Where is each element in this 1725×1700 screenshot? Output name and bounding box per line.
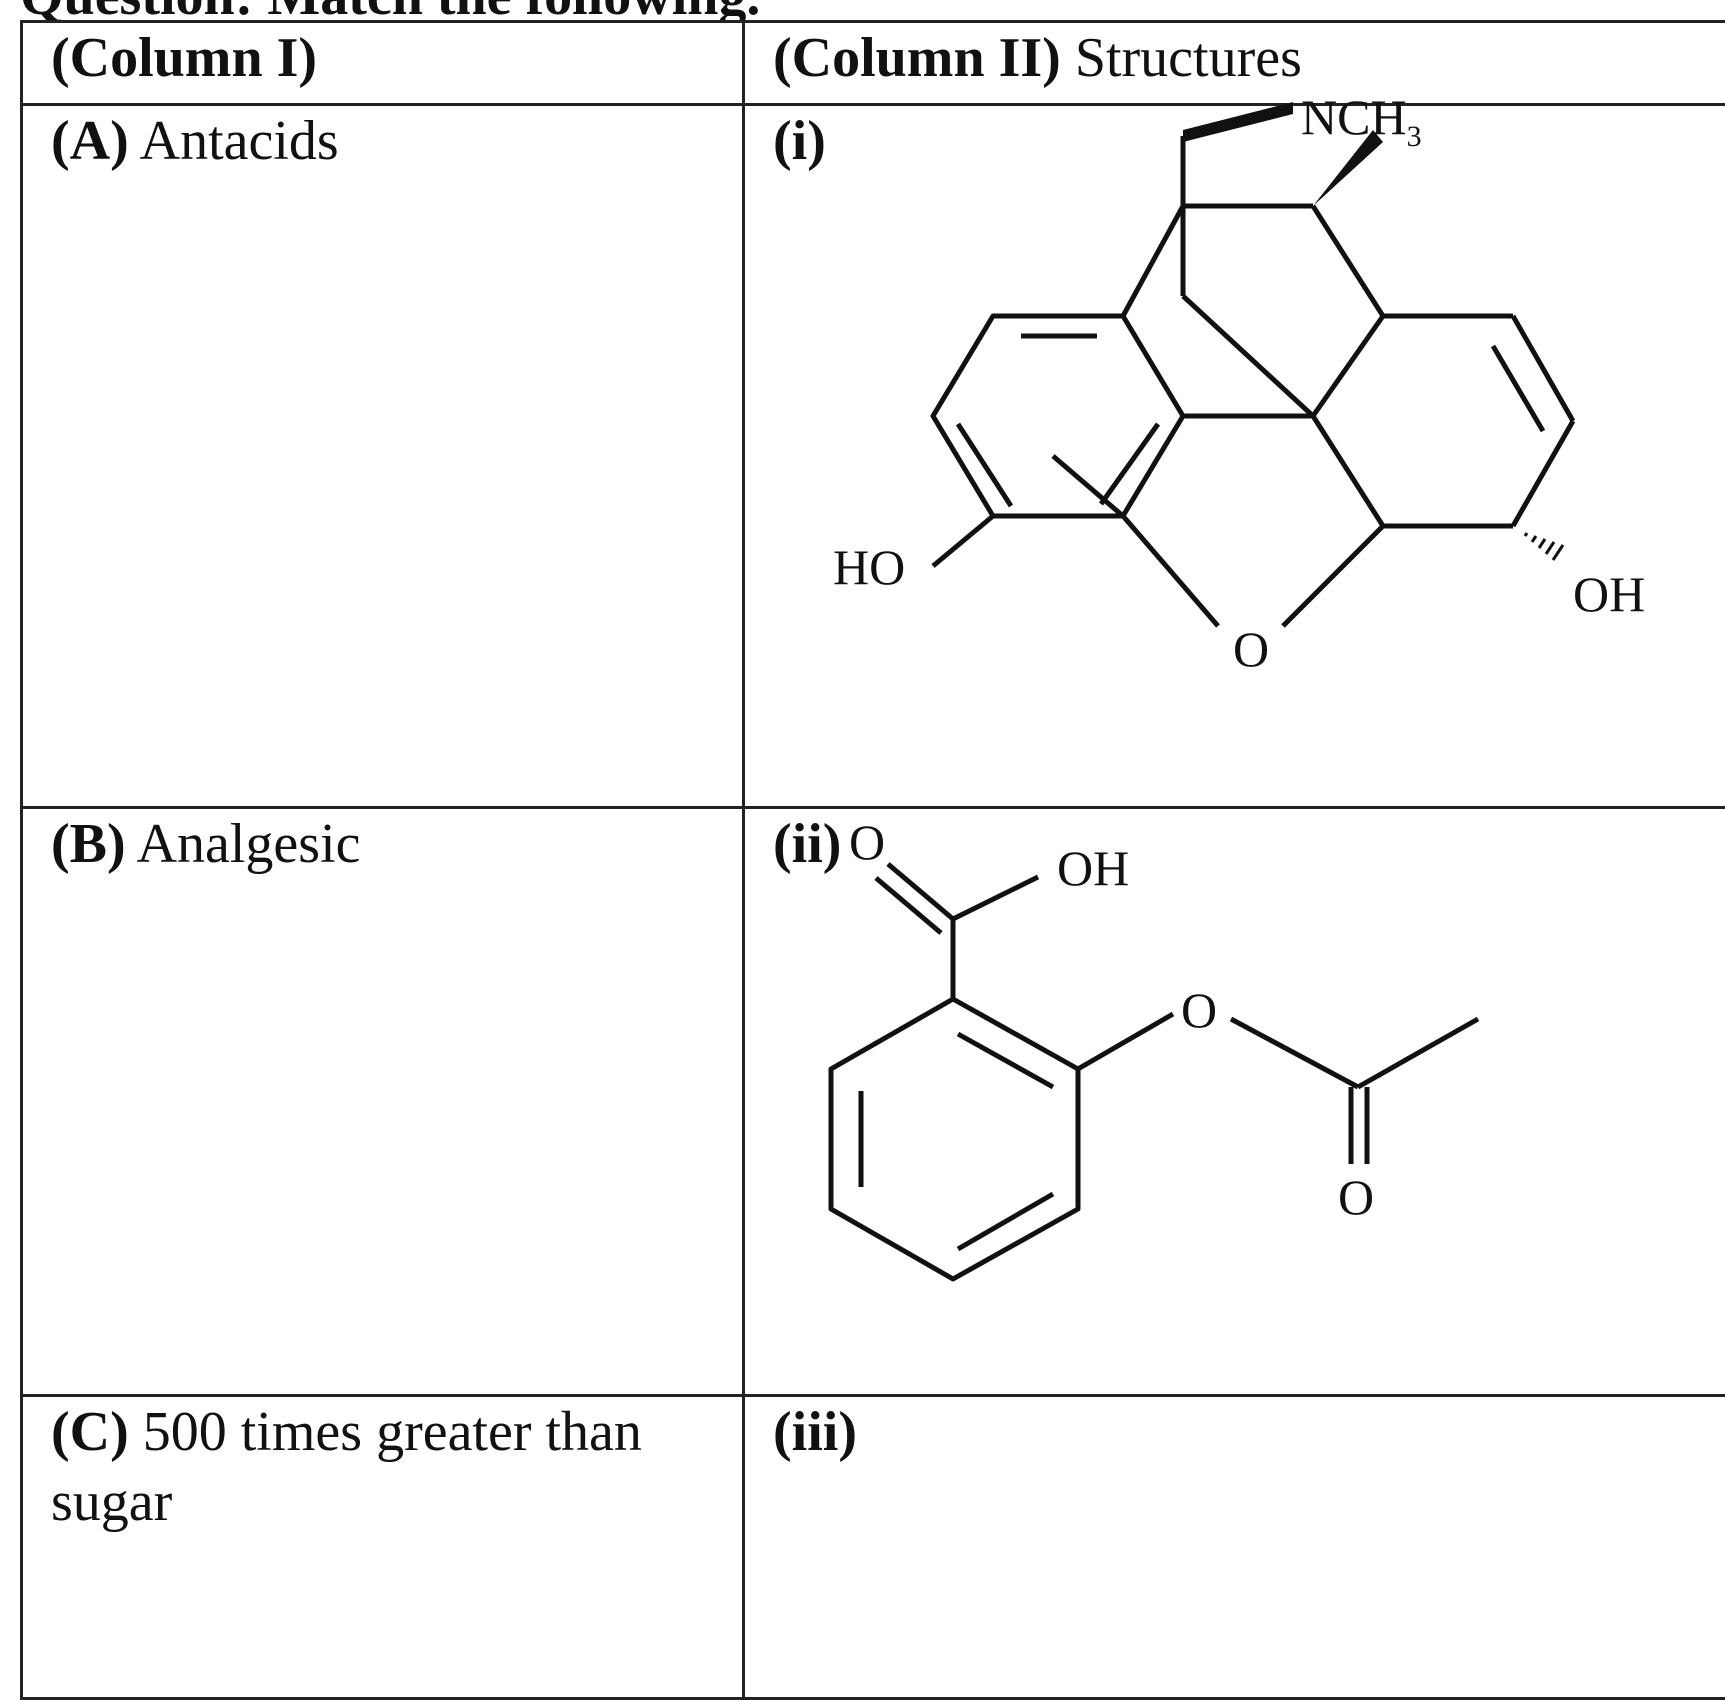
- column-1-title: (Column I): [51, 27, 317, 89]
- table-row: (A) Antacids (i): [22, 105, 1725, 808]
- row-a-text: Antacids: [129, 110, 339, 172]
- row-a-key: (A): [51, 110, 129, 172]
- table-header-row: (Column I) (Column II) Structures: [22, 22, 1725, 105]
- row-c-item: (C) 500 times greater than sugar: [22, 1396, 744, 1699]
- acid-oh-label: OH: [1057, 840, 1129, 896]
- row-b-item: (B) Analgesic: [22, 808, 744, 1396]
- aspirin-structure: O OH O O: [773, 809, 1725, 1394]
- column-1-header: (Column I): [22, 22, 744, 105]
- row-iii-structure-cell: (iii): [744, 1396, 1725, 1699]
- table-row: (B) Analgesic (ii): [22, 808, 1725, 1396]
- morphine-structure: NCH3 HO O OH: [773, 106, 1725, 806]
- carbonyl-o-label: O: [849, 814, 885, 870]
- column-2-title: (Column II): [773, 27, 1061, 89]
- question-line: Question: Match the following.: [20, 0, 1120, 22]
- row-c-key: (C): [51, 1401, 129, 1463]
- row-c-text: 500 times greater than sugar: [51, 1401, 642, 1533]
- column-2-header: (Column II) Structures: [744, 22, 1725, 105]
- acetyl-o-label: O: [1338, 1169, 1374, 1225]
- row-b-key: (B): [51, 813, 126, 875]
- ho-label: HO: [833, 539, 905, 595]
- oh-label: OH: [1573, 566, 1645, 622]
- row-i-structure-cell: (i): [744, 105, 1725, 808]
- column-2-subtitle: Structures: [1061, 27, 1302, 89]
- nch3-label: NCH3: [1301, 89, 1422, 153]
- row-ii-structure-cell: (ii): [744, 808, 1725, 1396]
- row-iii-numeral: (iii): [773, 1401, 857, 1463]
- ester-o-label: O: [1181, 982, 1217, 1038]
- row-a-item: (A) Antacids: [22, 105, 744, 808]
- matching-table: (Column I) (Column II) Structures (A) An…: [20, 20, 1725, 1700]
- row-b-text: Analgesic: [126, 813, 361, 875]
- table-row: (C) 500 times greater than sugar (iii): [22, 1396, 1725, 1699]
- ether-o-label: O: [1233, 621, 1269, 677]
